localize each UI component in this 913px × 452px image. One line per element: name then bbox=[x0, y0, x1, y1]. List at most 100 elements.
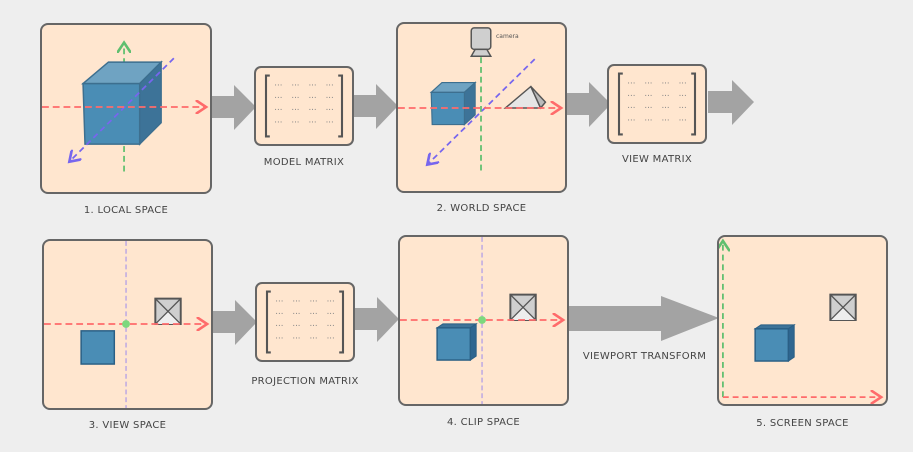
matrix-cell: ··· bbox=[627, 79, 635, 89]
arrow-right-icon bbox=[569, 296, 719, 341]
pyramid-top-view bbox=[154, 297, 182, 325]
left-bracket bbox=[264, 74, 270, 138]
left-bracket bbox=[617, 72, 623, 136]
world-space-scene bbox=[398, 27, 565, 173]
clip-space-panel bbox=[398, 235, 569, 406]
matrix-cell: ··· bbox=[274, 106, 282, 116]
cube-front-view bbox=[80, 330, 116, 365]
view-space-scene bbox=[44, 241, 211, 408]
view-space-caption: 3. VIEW SPACE bbox=[88, 420, 167, 431]
matrix-cell: ··· bbox=[661, 116, 669, 126]
matrix-cell: ··· bbox=[292, 297, 300, 307]
origin-dot bbox=[478, 316, 486, 324]
matrix-cell: ··· bbox=[291, 81, 299, 91]
right-bracket bbox=[338, 74, 344, 138]
local-space-caption: 1. LOCAL SPACE bbox=[83, 205, 169, 216]
matrix-cell: ··· bbox=[291, 93, 299, 103]
matrix-cell: ··· bbox=[275, 334, 283, 344]
matrix-cell: ··· bbox=[327, 322, 335, 332]
matrix-cell: ··· bbox=[627, 116, 635, 126]
local-space-scene bbox=[42, 25, 210, 172]
matrix-cell: ··· bbox=[308, 93, 316, 103]
matrix-cell: ··· bbox=[679, 116, 687, 126]
clip-space-scene bbox=[400, 237, 567, 404]
cube bbox=[81, 60, 163, 146]
arrow-right-icon bbox=[354, 84, 398, 129]
matrix-cell: ··· bbox=[274, 118, 282, 128]
matrix-cell: ··· bbox=[309, 334, 317, 344]
right-bracket bbox=[339, 290, 345, 354]
matrix-cell: ··· bbox=[275, 297, 283, 307]
screen-space-panel bbox=[717, 235, 888, 406]
world-space-panel bbox=[396, 22, 567, 193]
cube bbox=[429, 81, 477, 126]
arrow-right-icon bbox=[567, 82, 611, 127]
matrix-cell: ··· bbox=[275, 322, 283, 332]
right-bracket bbox=[691, 72, 697, 136]
matrix-cell: ··· bbox=[309, 309, 317, 319]
arrow-right-icon bbox=[708, 80, 754, 125]
matrix-cell: ··· bbox=[274, 93, 282, 103]
view-space-panel bbox=[42, 239, 213, 410]
matrix-cell: ··· bbox=[326, 93, 334, 103]
matrix-cell: ··· bbox=[308, 118, 316, 128]
z-axis bbox=[69, 57, 175, 162]
matrix-cell: ··· bbox=[274, 81, 282, 91]
matrix-cell: ··· bbox=[291, 106, 299, 116]
pyramid-top-view bbox=[509, 293, 537, 321]
matrix-cell: ··· bbox=[679, 91, 687, 101]
world-space-caption: 2. WORLD SPACE bbox=[436, 203, 527, 214]
matrix-cell: ··· bbox=[327, 297, 335, 307]
model-matrix: ··· ··· ··· ··· ··· ··· ··· ··· ··· ··· ··· ··· ··· ·… bbox=[254, 66, 354, 146]
origin-dot bbox=[122, 320, 130, 328]
matrix-cell: ··· bbox=[326, 106, 334, 116]
matrix-cell: ··· bbox=[644, 91, 652, 101]
matrix-cell: ··· bbox=[644, 116, 652, 126]
matrix-cell: ··· bbox=[292, 309, 300, 319]
screen-space-caption: 5. SCREEN SPACE bbox=[756, 418, 849, 429]
arrow-right-icon bbox=[213, 300, 257, 345]
view-matrix: ··· ··· ··· ··· ··· ··· ··· ··· ··· ··· ··· ··· ··· ·… bbox=[607, 64, 707, 144]
matrix-cell: ··· bbox=[308, 81, 316, 91]
camera-label: camera bbox=[496, 33, 519, 40]
model-matrix-caption: MODEL MATRIX bbox=[263, 157, 345, 168]
matrix-cell: ··· bbox=[644, 79, 652, 89]
matrix-cell: ··· bbox=[627, 104, 635, 114]
matrix-cell: ··· bbox=[679, 79, 687, 89]
matrix-cell: ··· bbox=[661, 91, 669, 101]
cube bbox=[435, 323, 478, 361]
view-matrix-caption: VIEW MATRIX bbox=[621, 154, 693, 165]
projection-matrix-caption: PROJECTION MATRIX bbox=[251, 376, 359, 387]
matrix-cell: ··· bbox=[661, 104, 669, 114]
matrix-cell: ··· bbox=[326, 81, 334, 91]
cube bbox=[753, 323, 796, 362]
matrix-cell: ··· bbox=[292, 334, 300, 344]
matrix-cell: ··· bbox=[309, 322, 317, 332]
clip-space-caption: 4. CLIP SPACE bbox=[446, 417, 521, 428]
pyramid bbox=[503, 85, 547, 110]
matrix-cell: ··· bbox=[327, 309, 335, 319]
pyramid-top-view bbox=[829, 293, 857, 321]
matrix-cell: ··· bbox=[275, 309, 283, 319]
matrix-cell: ··· bbox=[308, 106, 316, 116]
matrix-cell: ··· bbox=[326, 118, 334, 128]
matrix-cell: ··· bbox=[292, 322, 300, 332]
left-bracket bbox=[265, 290, 271, 354]
matrix-cell: ··· bbox=[327, 334, 335, 344]
matrix-grid: ··· ··· ··· ··· ··· ··· ··· ··· ··· ··· ··· ··· ··· ·… bbox=[617, 72, 697, 136]
arrow-right-icon bbox=[212, 85, 256, 130]
matrix-cell: ··· bbox=[644, 104, 652, 114]
matrix-cell: ··· bbox=[291, 118, 299, 128]
screen-space-scene bbox=[719, 237, 886, 404]
z-axis bbox=[427, 58, 536, 164]
matrix-grid: ··· ··· ··· ··· ··· ··· ··· ··· ··· ··· ··· ··· ··· ·… bbox=[265, 290, 345, 354]
matrix-grid: ··· ··· ··· ··· ··· ··· ··· ··· ··· ··· ··· ··· ··· ·… bbox=[264, 74, 344, 138]
viewport-transform-caption: VIEWPORT TRANSFORM bbox=[582, 351, 707, 362]
matrix-cell: ··· bbox=[661, 79, 669, 89]
camera-icon bbox=[469, 27, 493, 57]
matrix-cell: ··· bbox=[309, 297, 317, 307]
arrow-right-icon bbox=[355, 297, 399, 342]
matrix-cell: ··· bbox=[679, 104, 687, 114]
local-space-panel bbox=[40, 23, 212, 194]
matrix-cell: ··· bbox=[627, 91, 635, 101]
